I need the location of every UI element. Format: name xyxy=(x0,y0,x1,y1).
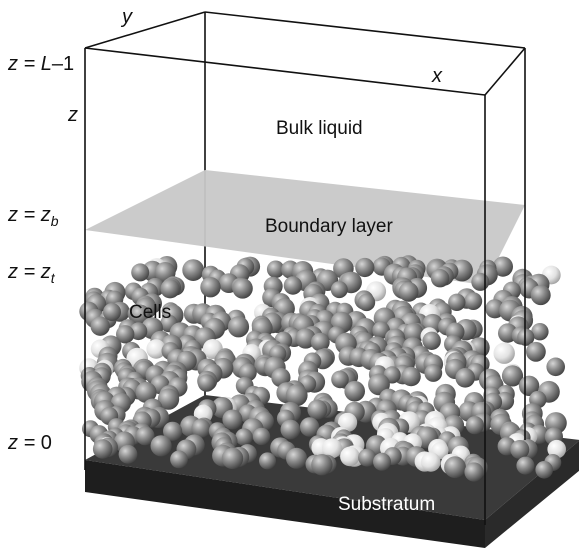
cell-sphere xyxy=(340,446,360,467)
cell-sphere xyxy=(465,416,484,435)
cell-sphere xyxy=(135,381,157,403)
cell-sphere xyxy=(535,461,553,479)
cell-sphere xyxy=(517,328,535,346)
cell-sphere xyxy=(501,365,524,387)
cell-sphere xyxy=(118,444,138,464)
cell-sphere xyxy=(493,342,515,364)
cell-sphere xyxy=(464,292,483,310)
cell-sphere xyxy=(358,448,377,467)
cell-sphere xyxy=(357,293,376,312)
cell-sphere xyxy=(182,259,205,281)
cell-sphere xyxy=(448,293,466,311)
cell-sphere xyxy=(129,304,151,325)
cell-sphere xyxy=(170,450,188,469)
cells-cluster xyxy=(79,255,567,482)
cell-sphere xyxy=(90,316,110,336)
region-label-cells: Cells xyxy=(129,302,171,323)
cell-sphere xyxy=(200,277,221,298)
top-right-edge xyxy=(484,47,526,96)
region-label-boundary-layer: Boundary layer xyxy=(265,216,393,237)
cell-sphere xyxy=(311,454,333,476)
cell-sphere xyxy=(191,418,211,438)
top-back-edge xyxy=(204,11,526,49)
cell-sphere xyxy=(280,419,301,440)
axis-label-z: z xyxy=(67,104,78,126)
cell-sphere xyxy=(464,462,484,482)
cell-sphere xyxy=(227,316,250,338)
cell-sphere xyxy=(492,256,513,277)
cell-sphere xyxy=(286,447,307,469)
cell-sphere xyxy=(516,456,535,475)
cell-sphere xyxy=(330,281,348,299)
cell-sphere xyxy=(424,364,443,382)
cell-sphere xyxy=(299,417,320,437)
cell-sphere xyxy=(146,339,166,359)
cell-sphere xyxy=(403,322,424,343)
cell-sphere xyxy=(150,435,172,457)
cell-sphere xyxy=(401,366,421,387)
cell-sphere xyxy=(157,388,180,410)
cell-sphere xyxy=(116,325,135,344)
cell-sphere xyxy=(285,384,308,407)
cell-sphere xyxy=(355,257,375,278)
level-label-boundary: z = zb xyxy=(7,204,59,229)
cell-sphere xyxy=(430,269,450,288)
axis-label-y: y xyxy=(120,6,133,28)
cell-sphere xyxy=(307,399,328,420)
top-front-edge xyxy=(84,47,486,96)
cell-sphere xyxy=(135,426,155,446)
cell-sphere xyxy=(259,452,276,470)
cell-sphere xyxy=(295,328,316,349)
region-label-bulk-liquid: Bulk liquid xyxy=(276,118,363,139)
cell-sphere xyxy=(266,260,285,279)
cell-sphere xyxy=(221,447,244,470)
cell-sphere xyxy=(131,263,150,282)
axis-label-x: x xyxy=(431,65,443,87)
cell-sphere xyxy=(444,456,466,479)
region-label-substratum: Substratum xyxy=(338,494,435,515)
cell-sphere xyxy=(163,421,183,441)
cell-sphere xyxy=(471,272,490,291)
cell-sphere xyxy=(197,374,216,392)
cell-sphere xyxy=(547,439,566,459)
cell-sphere xyxy=(252,427,271,446)
cells-legend-sphere-icon xyxy=(103,303,121,321)
cell-sphere xyxy=(92,439,113,459)
boundary-layer-plane xyxy=(85,170,525,285)
cell-sphere xyxy=(160,279,180,299)
cell-sphere xyxy=(546,357,565,377)
cell-sphere xyxy=(422,331,441,350)
cell-sphere xyxy=(421,452,441,472)
cell-sphere xyxy=(235,428,253,446)
cell-sphere xyxy=(283,276,303,295)
cell-sphere xyxy=(222,409,243,430)
cell-sphere xyxy=(526,341,546,362)
cell-sphere xyxy=(373,452,391,471)
cell-sphere xyxy=(344,380,366,402)
cell-sphere xyxy=(518,375,540,396)
level-label-bottom: z = 0 xyxy=(7,432,52,454)
cell-sphere xyxy=(238,363,257,382)
level-label-biofilm-top: z = zt xyxy=(7,261,56,286)
cell-sphere xyxy=(331,370,349,389)
top-left-edge xyxy=(84,11,206,49)
cell-sphere xyxy=(398,282,419,302)
cell-sphere xyxy=(310,332,330,352)
cell-sphere xyxy=(510,440,530,459)
cell-sphere xyxy=(232,278,253,299)
substratum-front-face xyxy=(85,460,485,548)
cell-sphere xyxy=(530,285,551,306)
cell-sphere xyxy=(455,368,476,388)
cell-sphere xyxy=(322,438,342,459)
box-front-edges xyxy=(84,11,526,525)
cell-sphere xyxy=(531,323,549,341)
level-label-top: z = L–1 xyxy=(7,53,74,75)
